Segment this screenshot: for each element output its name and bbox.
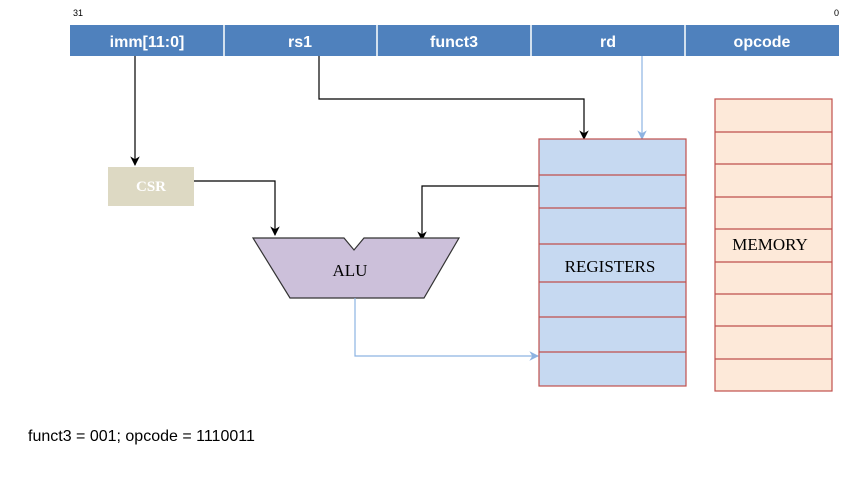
field-opcode-box: [685, 25, 839, 56]
csr-box: [108, 167, 194, 206]
registers-label: REGISTERS: [565, 257, 656, 276]
memory-label: MEMORY: [732, 235, 808, 254]
registers-to-alu-arrow: [417, 185, 539, 241]
encoding-caption: funct3 = 001; opcode = 1110011: [28, 428, 255, 445]
register-file: [538, 138, 687, 387]
csr-label: CSR: [136, 179, 166, 195]
alu-shape: [251, 237, 461, 299]
memory-block: [714, 98, 833, 392]
field-opcode-label: opcode: [734, 34, 791, 51]
alu-to-registers-arrow: [354, 298, 539, 361]
bit-high-label: 31: [73, 8, 83, 18]
rs1-to-registers-arrow: [318, 56, 589, 140]
field-funct3-box: [377, 25, 531, 56]
csr-to-alu-arrow: [194, 180, 280, 236]
field-imm-box: [70, 25, 224, 56]
field-rs1-label: rs1: [288, 34, 312, 51]
alu-label: ALU: [333, 261, 368, 280]
field-rs1-box: [224, 25, 377, 56]
field-rd-label: rd: [600, 34, 616, 51]
field-imm-label: imm[11:0]: [110, 34, 185, 51]
field-rd-box: [531, 25, 685, 56]
field-funct3-label: funct3: [430, 34, 478, 51]
bit-low-label: 0: [834, 8, 839, 18]
instruction-format-bar: imm[11:0] rs1 funct3 rd opcode: [70, 25, 839, 56]
